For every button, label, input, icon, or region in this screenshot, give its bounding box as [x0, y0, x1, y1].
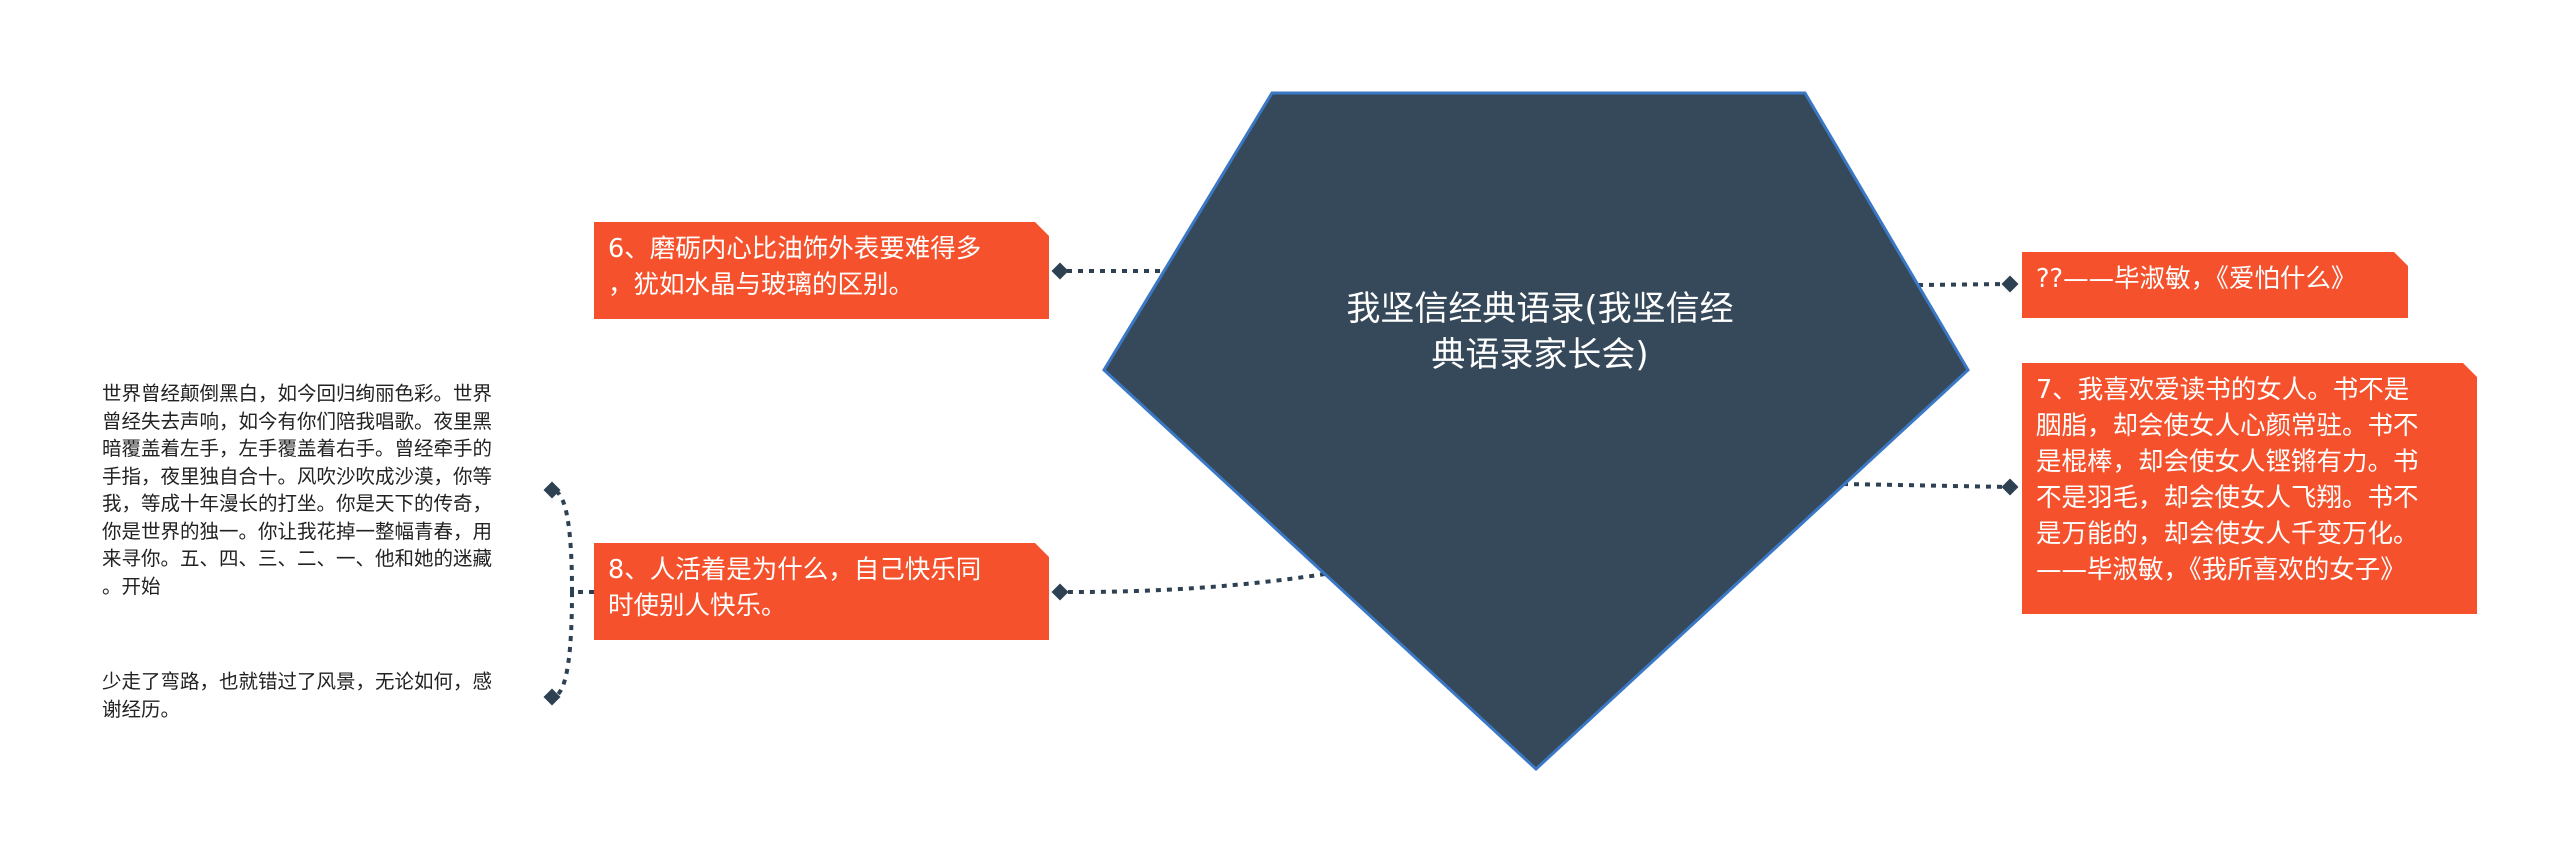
right-node-2[interactable]: 7、我喜欢爱读书的女人。书不是 胭脂，却会使女人心颜常驻。书不 是棍棒，却会使女…	[2022, 363, 2477, 614]
left-node-2[interactable]: 8、人活着是为什么，自己快乐同 时使别人快乐。	[594, 543, 1049, 640]
connector-leaf-1	[551, 488, 574, 593]
connector-right-2-diamond-icon	[2001, 478, 2019, 496]
connector-left-2	[1059, 572, 1326, 595]
connector-right-1	[1917, 282, 2011, 287]
central-topic-title[interactable]: 我坚信经典语录(我坚信经 典语录家长会)	[1346, 289, 1734, 375]
left-node-1[interactable]: 6、磨砺内心比油饰外表要难得多 ，犹如水晶与玻璃的区别。	[594, 222, 1049, 319]
leaf-node-1[interactable]: 世界曾经颠倒黑白，如今回归绚丽色彩。世界 曾经失去声响，如今有你们陪我唱歌。夜里…	[102, 382, 493, 598]
connector-left-1-diamond-icon	[1051, 262, 1069, 280]
connector-left-2-diamond-icon	[1051, 583, 1069, 601]
leaf-node-2[interactable]: 少走了弯路，也就错过了风景，无论如何，感 谢经历。	[102, 670, 493, 721]
connector-leaf-2-diamond-icon	[543, 688, 561, 706]
right-node-1[interactable]: ??——毕淑敏，《爱怕什么》	[2022, 252, 2408, 318]
central-pentagon[interactable]	[1102, 91, 1970, 772]
connector-right-2	[1842, 482, 2011, 489]
connector-leaf-2	[551, 591, 574, 699]
connector-leaf-1-diamond-icon	[543, 481, 561, 499]
connector-right-1-diamond-icon	[2001, 275, 2019, 293]
